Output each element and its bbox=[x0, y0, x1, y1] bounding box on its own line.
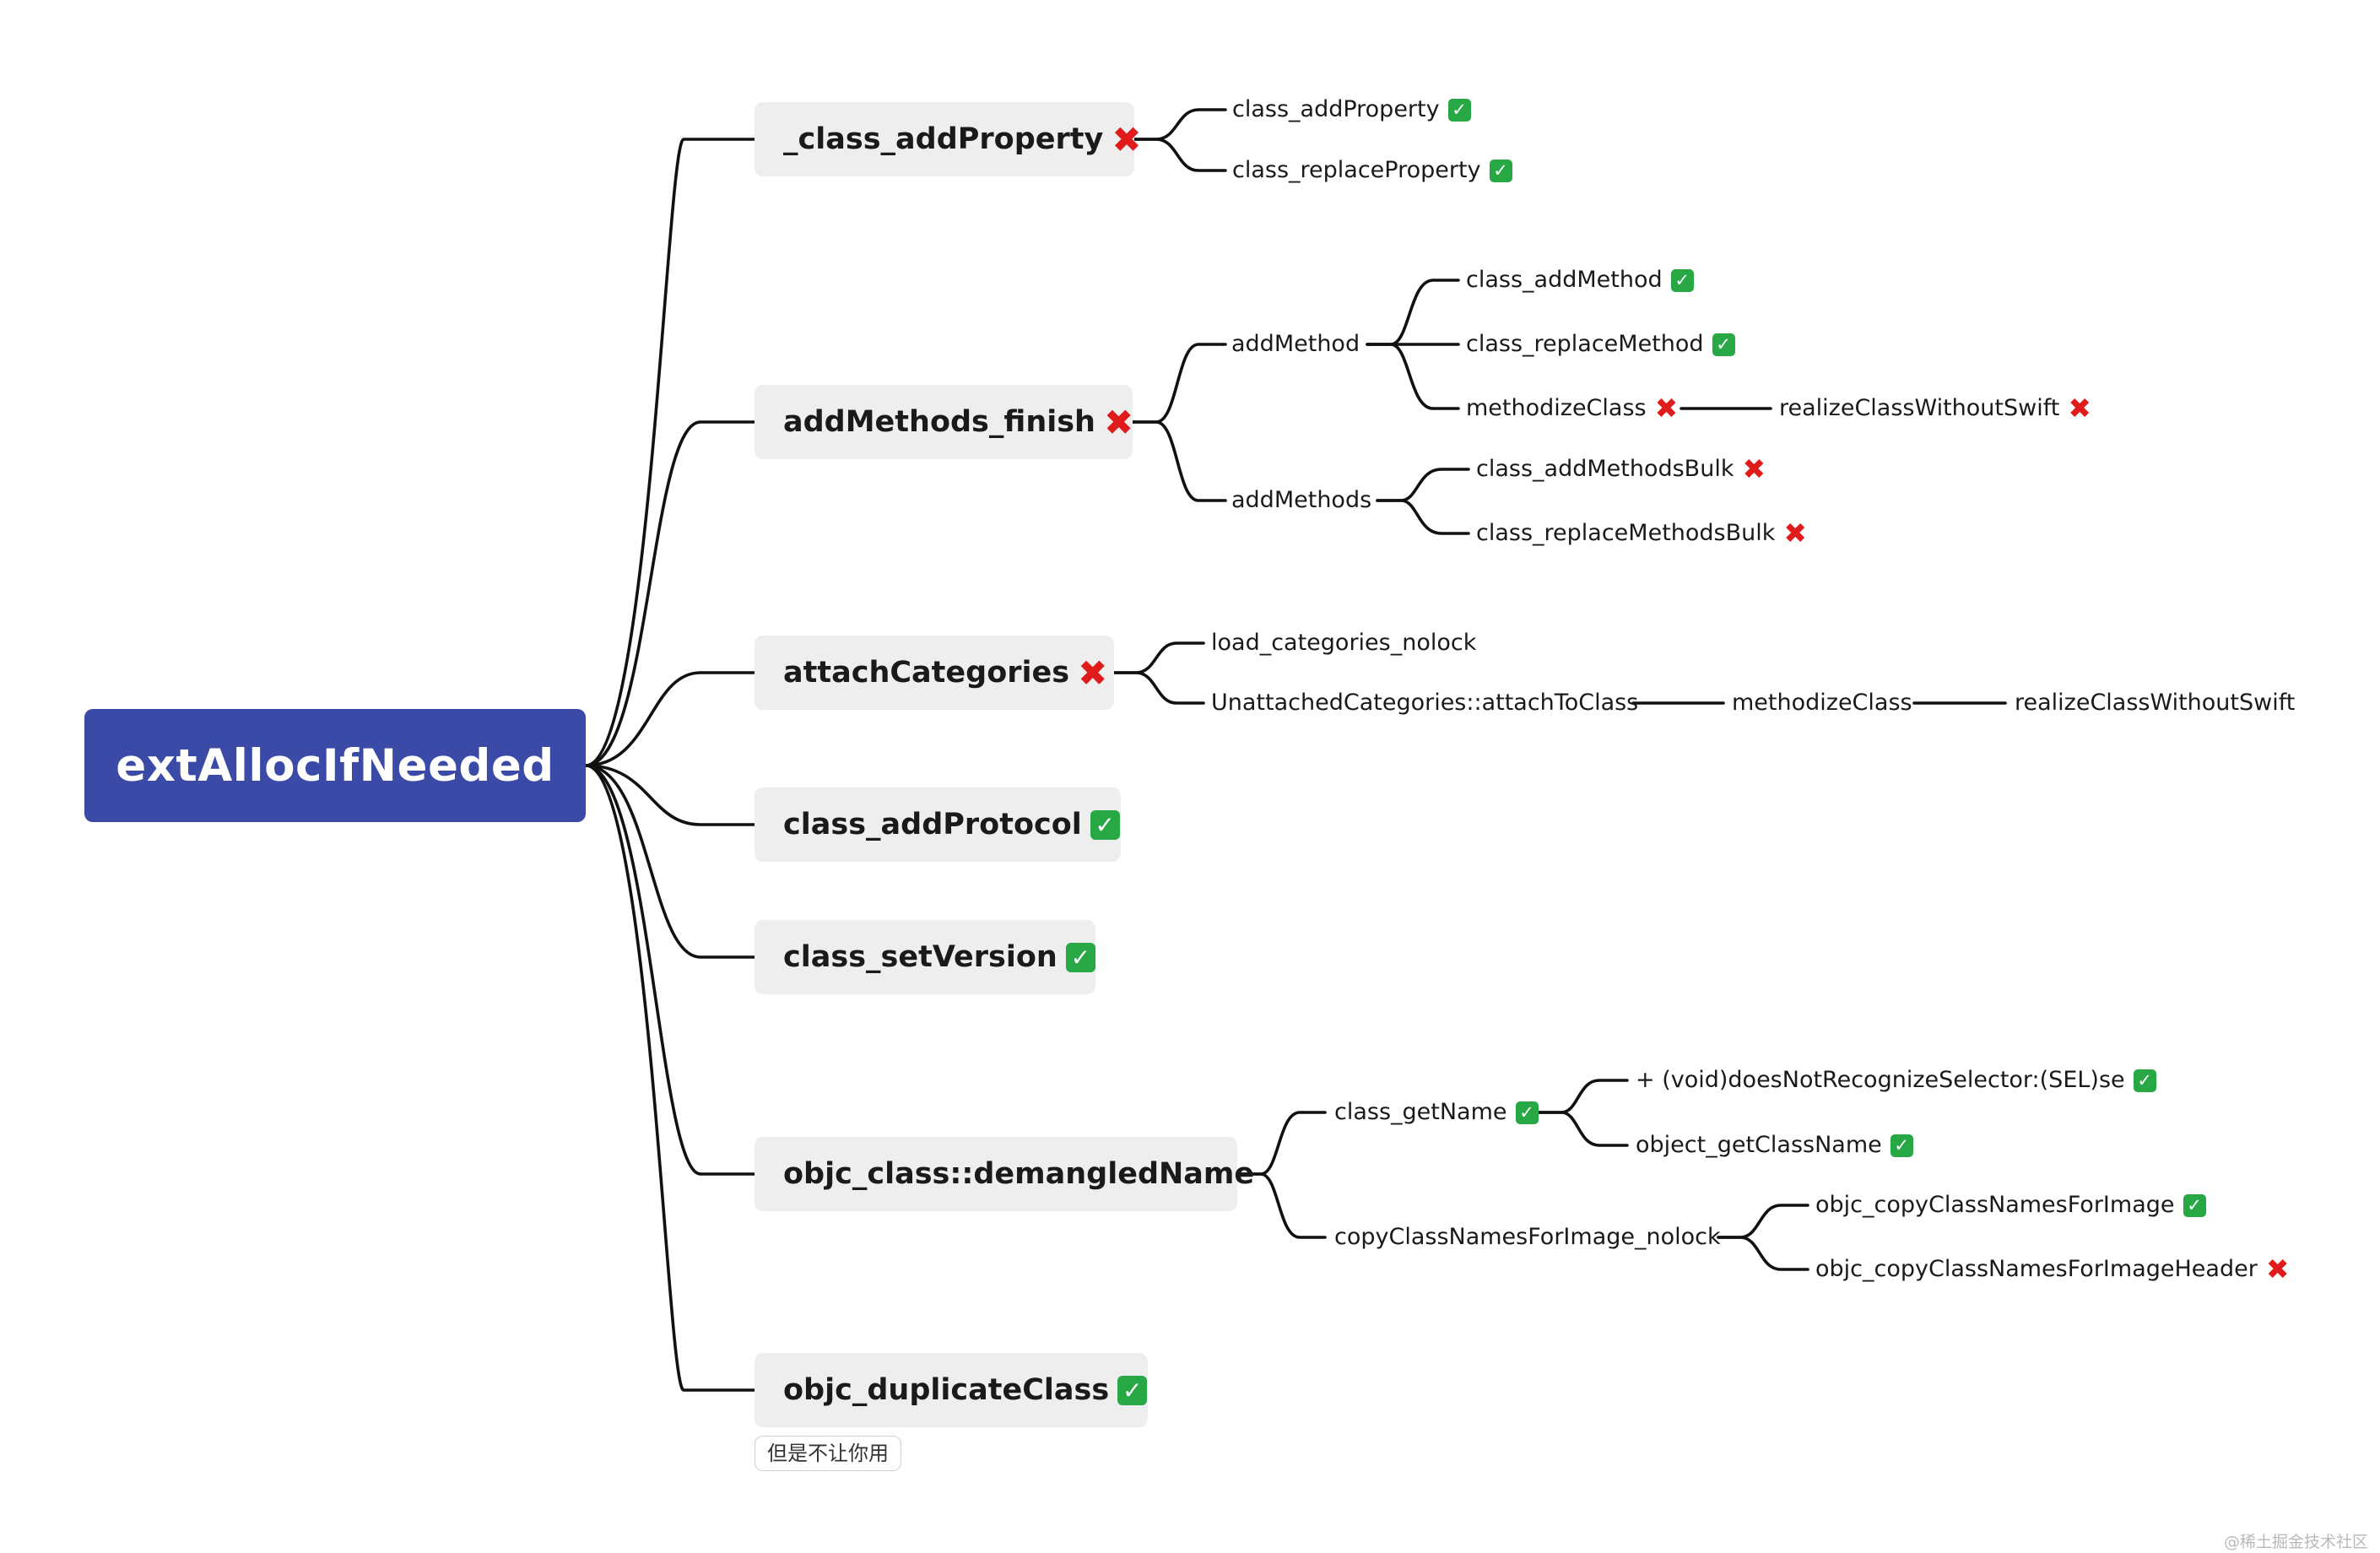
green-check-icon: ✓ bbox=[1489, 159, 1512, 182]
node-add-methods-finish[interactable]: addMethods_finish ✖ bbox=[755, 385, 1133, 459]
node-label: _class_addProperty bbox=[783, 122, 1104, 156]
node-label: objc_duplicateClass bbox=[783, 1373, 1110, 1407]
green-check-icon: ✓ bbox=[1447, 98, 1471, 122]
leaf-class-add-property[interactable]: class_addProperty ✓ bbox=[1232, 95, 1471, 125]
red-cross-icon: ✖ bbox=[1742, 452, 1766, 485]
leaf-class-add-methods-bulk[interactable]: class_addMethodsBulk ✖ bbox=[1476, 452, 1766, 485]
node-class-set-version[interactable]: class_setVersion ✓ bbox=[755, 920, 1095, 994]
leaf-copy-class-names-for-image-header[interactable]: objc_copyClassNamesForImageHeader ✖ bbox=[1815, 1253, 2290, 1285]
node-class-add-protocol[interactable]: class_addProtocol ✓ bbox=[755, 787, 1121, 862]
green-check-icon: ✓ bbox=[1117, 1375, 1148, 1405]
leaf-class-replace-method[interactable]: class_replaceMethod ✓ bbox=[1466, 329, 1735, 360]
watermark: @稀土掘金技术社区 bbox=[2223, 1533, 2368, 1551]
node-demangled-name[interactable]: objc_class::demangledName bbox=[755, 1137, 1254, 1211]
node-class-add-property[interactable]: _class_addProperty ✖ bbox=[755, 102, 1142, 176]
leaf-add-method[interactable]: addMethod bbox=[1231, 331, 1360, 357]
red-cross-icon: ✖ bbox=[2068, 392, 2092, 425]
leaf-object-get-class-name[interactable]: object_getClassName ✓ bbox=[1636, 1130, 1913, 1161]
node-label: class_addProtocol bbox=[783, 808, 1082, 841]
node-note: 但是不让你用 bbox=[755, 1436, 901, 1471]
leaf-methodize-class[interactable]: methodizeClass ✖ bbox=[1466, 392, 1679, 425]
green-check-icon: ✓ bbox=[2183, 1193, 2206, 1217]
green-check-icon: ✓ bbox=[1065, 942, 1095, 972]
root-node[interactable]: extAllocIfNeeded bbox=[84, 709, 586, 822]
leaf-add-methods[interactable]: addMethods bbox=[1231, 487, 1372, 513]
red-cross-icon: ✖ bbox=[1783, 517, 1808, 549]
leaf-copy-class-names-nolock[interactable]: copyClassNamesForImage_nolock bbox=[1334, 1224, 1721, 1250]
leaf-methodize-class-chain[interactable]: methodizeClass bbox=[1732, 690, 1912, 716]
node-attach-categories[interactable]: attachCategories ✖ bbox=[755, 636, 1114, 710]
node-label: attachCategories bbox=[783, 656, 1070, 690]
green-check-icon: ✓ bbox=[2133, 1069, 2156, 1092]
green-check-icon: ✓ bbox=[1670, 268, 1694, 292]
leaf-class-add-method[interactable]: class_addMethod ✓ bbox=[1466, 265, 1694, 295]
node-label: class_setVersion bbox=[783, 940, 1057, 974]
red-cross-icon: ✖ bbox=[1078, 652, 1108, 694]
leaf-class-replace-methods-bulk[interactable]: class_replaceMethodsBulk ✖ bbox=[1476, 517, 1808, 549]
red-cross-icon: ✖ bbox=[2265, 1253, 2290, 1285]
leaf-attach-to-class[interactable]: UnattachedCategories::attachToClass bbox=[1211, 690, 1639, 716]
green-check-icon: ✓ bbox=[1890, 1134, 1913, 1157]
red-cross-icon: ✖ bbox=[1654, 392, 1679, 425]
green-check-icon: ✓ bbox=[1090, 809, 1120, 840]
leaf-realize-class-chain[interactable]: realizeClassWithoutSwift bbox=[2015, 690, 2296, 716]
red-cross-icon: ✖ bbox=[1112, 118, 1142, 160]
leaf-copy-class-names-for-image[interactable]: objc_copyClassNamesForImage ✓ bbox=[1815, 1190, 2206, 1220]
green-check-icon: ✓ bbox=[1712, 333, 1735, 356]
green-check-icon: ✓ bbox=[1515, 1101, 1539, 1124]
leaf-load-categories-nolock[interactable]: load_categories_nolock bbox=[1211, 630, 1477, 656]
leaf-realize-class-without-swift[interactable]: realizeClassWithoutSwift ✖ bbox=[1779, 392, 2092, 425]
leaf-class-get-name[interactable]: class_getName ✓ bbox=[1334, 1097, 1539, 1128]
red-cross-icon: ✖ bbox=[1103, 401, 1134, 443]
node-duplicate-class[interactable]: objc_duplicateClass ✓ bbox=[755, 1353, 1148, 1427]
leaf-class-replace-property[interactable]: class_replaceProperty ✓ bbox=[1232, 155, 1512, 186]
node-label: objc_class::demangledName bbox=[783, 1157, 1255, 1191]
leaf-does-not-recognize-selector[interactable]: + (void)doesNotRecognizeSelector:(SEL)se… bbox=[1636, 1065, 2156, 1096]
node-label: addMethods_finish bbox=[783, 405, 1095, 439]
